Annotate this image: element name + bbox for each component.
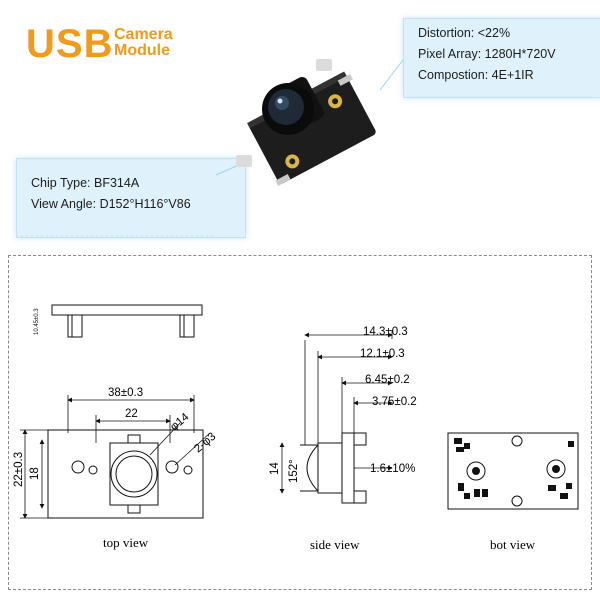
ir-led-icon [236, 155, 252, 167]
top-view-caption: top view [103, 535, 149, 550]
top-hole-dia: 2-φ3 [192, 431, 218, 456]
top-view-profile [51, 304, 203, 338]
technical-drawings: 10.45±0.3 38±0.3 22 φ14 2-φ3 22±0.3 18 t… [13, 304, 579, 552]
logo-subtitle-line1: Camera [114, 26, 173, 43]
logo-subtitle: Camera Module [114, 27, 173, 59]
side-view-caption: side view [310, 537, 360, 552]
spec-view-angle: View Angle: D152°H116°V86 [31, 197, 191, 211]
side-lens-height: 14 [269, 462, 281, 475]
spec-composition: Compostion: 4E+1IR [418, 68, 534, 82]
side-dim-14-3: 14.3±0.3 [363, 326, 408, 338]
top-width-dim: 38±0.3 [108, 387, 143, 399]
bot-view-caption: bot view [490, 537, 536, 552]
logo-usb-text: USB [26, 22, 114, 66]
side-dim-3-75: 3.75±0.2 [372, 396, 417, 408]
spec-card-right: Distortion: <22% Pixel Array: 1280H*720V… [403, 18, 600, 98]
top-view-board [47, 429, 204, 519]
side-dim-1-6: 1.6±10% [370, 463, 415, 475]
profile-small-dim: 10.45±0.3 [34, 308, 40, 335]
top-inner-dim: 22 [125, 408, 138, 420]
dimension-drawing-panel [8, 255, 592, 590]
bottom-view-drawing [447, 432, 579, 510]
top-height-dim: 22±0.3 [13, 452, 25, 487]
top-inner-height: 18 [29, 467, 41, 480]
side-view-angle: 152° [288, 459, 300, 483]
side-dim-12-1: 12.1±0.3 [360, 348, 405, 360]
ir-led-icon [316, 59, 332, 71]
pcb-board [248, 72, 376, 184]
spec-pixel-array: Pixel Array: 1280H*720V [418, 47, 556, 61]
spec-chip-type: Chip Type: BF314A [31, 176, 140, 190]
spec-card-left: Chip Type: BF314A View Angle: D152°H116°… [16, 158, 246, 238]
camera-module-photo [236, 59, 376, 186]
logo-subtitle-line2: Module [114, 42, 170, 59]
spec-distortion: Distortion: <22% [418, 26, 511, 40]
side-dim-6-45: 6.45±0.2 [365, 374, 410, 386]
